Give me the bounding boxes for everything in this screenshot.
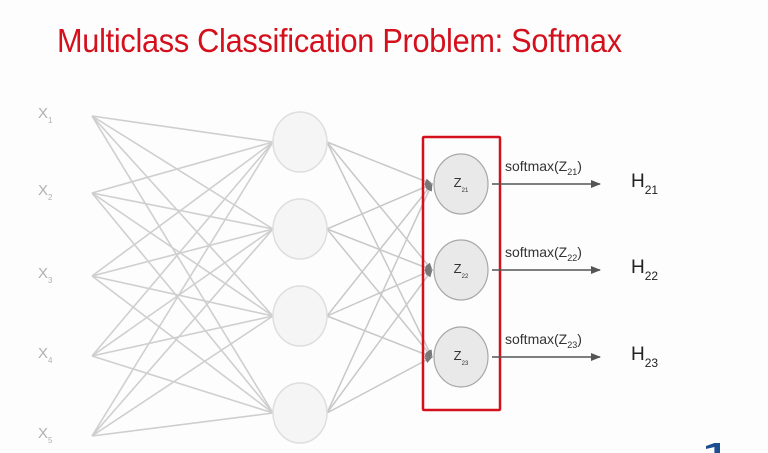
softmax-func: softmax(Z [505, 331, 568, 347]
output-highlight-box [421, 135, 502, 412]
edge-h4-z22 [326, 269, 433, 414]
edge-x4-h2 [91, 228, 274, 357]
edge-x4-h4 [91, 355, 274, 414]
edge-x1-h4 [91, 115, 274, 414]
edge-x4-h3 [91, 315, 274, 357]
hidden-layer [272, 111, 328, 444]
input-label-x4-base: X [38, 345, 48, 362]
edge-x5-h4 [91, 412, 274, 437]
softmax-close-paren: ) [577, 244, 582, 260]
result-label-h23-base: H [631, 344, 645, 365]
output-node-label-z22-subscript: 22 [462, 274, 469, 280]
output-node-label-z21-base: Z [454, 175, 462, 190]
output-node-z21 [433, 153, 489, 215]
hidden-node-4 [272, 382, 328, 444]
edge-x5-h2 [91, 228, 274, 437]
edge-x4-h1 [91, 141, 274, 357]
output-node-label-z23: Z23 [454, 348, 469, 367]
result-label-h22: H22 [631, 257, 658, 283]
hidden-node-2 [272, 198, 328, 260]
input-label-x3-subscript: 3 [48, 276, 53, 285]
edge-x3-h4 [91, 275, 274, 414]
input-label-x4: X4 [38, 345, 53, 365]
hidden-output-edges [326, 141, 433, 414]
edge-x5-h1 [91, 141, 274, 437]
result-label-h21-subscript: 21 [645, 183, 659, 197]
softmax-func: softmax(Z [505, 244, 568, 260]
slide-title: Multiclass Classification Problem: Softm… [57, 22, 622, 59]
softmax-close-paren: ) [577, 158, 582, 174]
softmax-close-paren: ) [577, 331, 582, 347]
edge-h3-z23 [326, 315, 433, 358]
hidden-node-3 [272, 285, 328, 347]
result-label-h21-base: H [631, 171, 645, 192]
input-hidden-edges [91, 115, 274, 437]
output-node-label-z22-base: Z [454, 261, 462, 276]
input-label-x5: X5 [38, 425, 53, 445]
result-label-h21: H21 [631, 171, 658, 197]
softmax-subscript: 22 [567, 253, 577, 263]
result-label-h23: H23 [631, 344, 658, 370]
output-node-label-z23-base: Z [454, 348, 462, 363]
softmax-subscript: 23 [567, 340, 577, 350]
output-node-label-z23-subscript: 23 [462, 361, 469, 367]
input-label-x5-base: X [38, 425, 48, 442]
result-label-h22-base: H [631, 257, 645, 278]
edge-x2-h1 [91, 141, 274, 194]
input-label-x2-subscript: 2 [48, 193, 53, 202]
output-node-z22 [433, 239, 489, 301]
input-label-x4-subscript: 4 [48, 356, 53, 365]
edge-x1-h1 [91, 115, 274, 143]
edge-h4-z21 [326, 183, 433, 414]
edge-h3-z21 [326, 183, 433, 317]
result-label-h22-subscript: 22 [645, 269, 659, 283]
output-node-label-z21-subscript: 21 [462, 188, 469, 194]
input-label-x3-base: X [38, 265, 48, 282]
edge-x3-h3 [91, 275, 274, 317]
edge-x5-h3 [91, 315, 274, 437]
edge-x1-h3 [91, 115, 274, 317]
input-label-x2: X2 [38, 182, 53, 202]
input-label-x1-subscript: 1 [48, 116, 53, 125]
edge-h4-z23 [326, 356, 433, 414]
edge-x2-h2 [91, 192, 274, 230]
softmax-label-21: softmax(Z21) [505, 158, 582, 177]
softmax-func: softmax(Z [505, 158, 568, 174]
input-label-x1: X1 [38, 105, 53, 125]
output-node-z23 [433, 326, 489, 388]
softmax-outputs: softmax(Z21)H21softmax(Z22)H22softmax(Z2… [492, 158, 658, 370]
result-label-h23-subscript: 23 [645, 356, 659, 370]
input-label-x2-base: X [38, 182, 48, 199]
output-node-label-z21: Z21 [454, 175, 469, 194]
softmax-label-23: softmax(Z23) [505, 331, 582, 350]
softmax-label-22: softmax(Z22) [505, 244, 582, 263]
input-label-x5-subscript: 5 [48, 436, 53, 445]
edge-h3-z22 [326, 269, 433, 317]
edge-x2-h3 [91, 192, 274, 317]
softmax-subscript: 21 [567, 167, 577, 177]
edge-x3-h2 [91, 228, 274, 277]
edge-h1-z21 [326, 141, 433, 185]
input-label-x3: X3 [38, 265, 53, 285]
edge-h2-z21 [326, 183, 433, 230]
edge-x2-h4 [91, 192, 274, 414]
output-node-label-z22: Z22 [454, 261, 469, 280]
hidden-node-1 [272, 111, 328, 173]
edge-x3-h1 [91, 141, 274, 277]
edge-x1-h2 [91, 115, 274, 230]
input-label-x1-base: X [38, 105, 48, 122]
